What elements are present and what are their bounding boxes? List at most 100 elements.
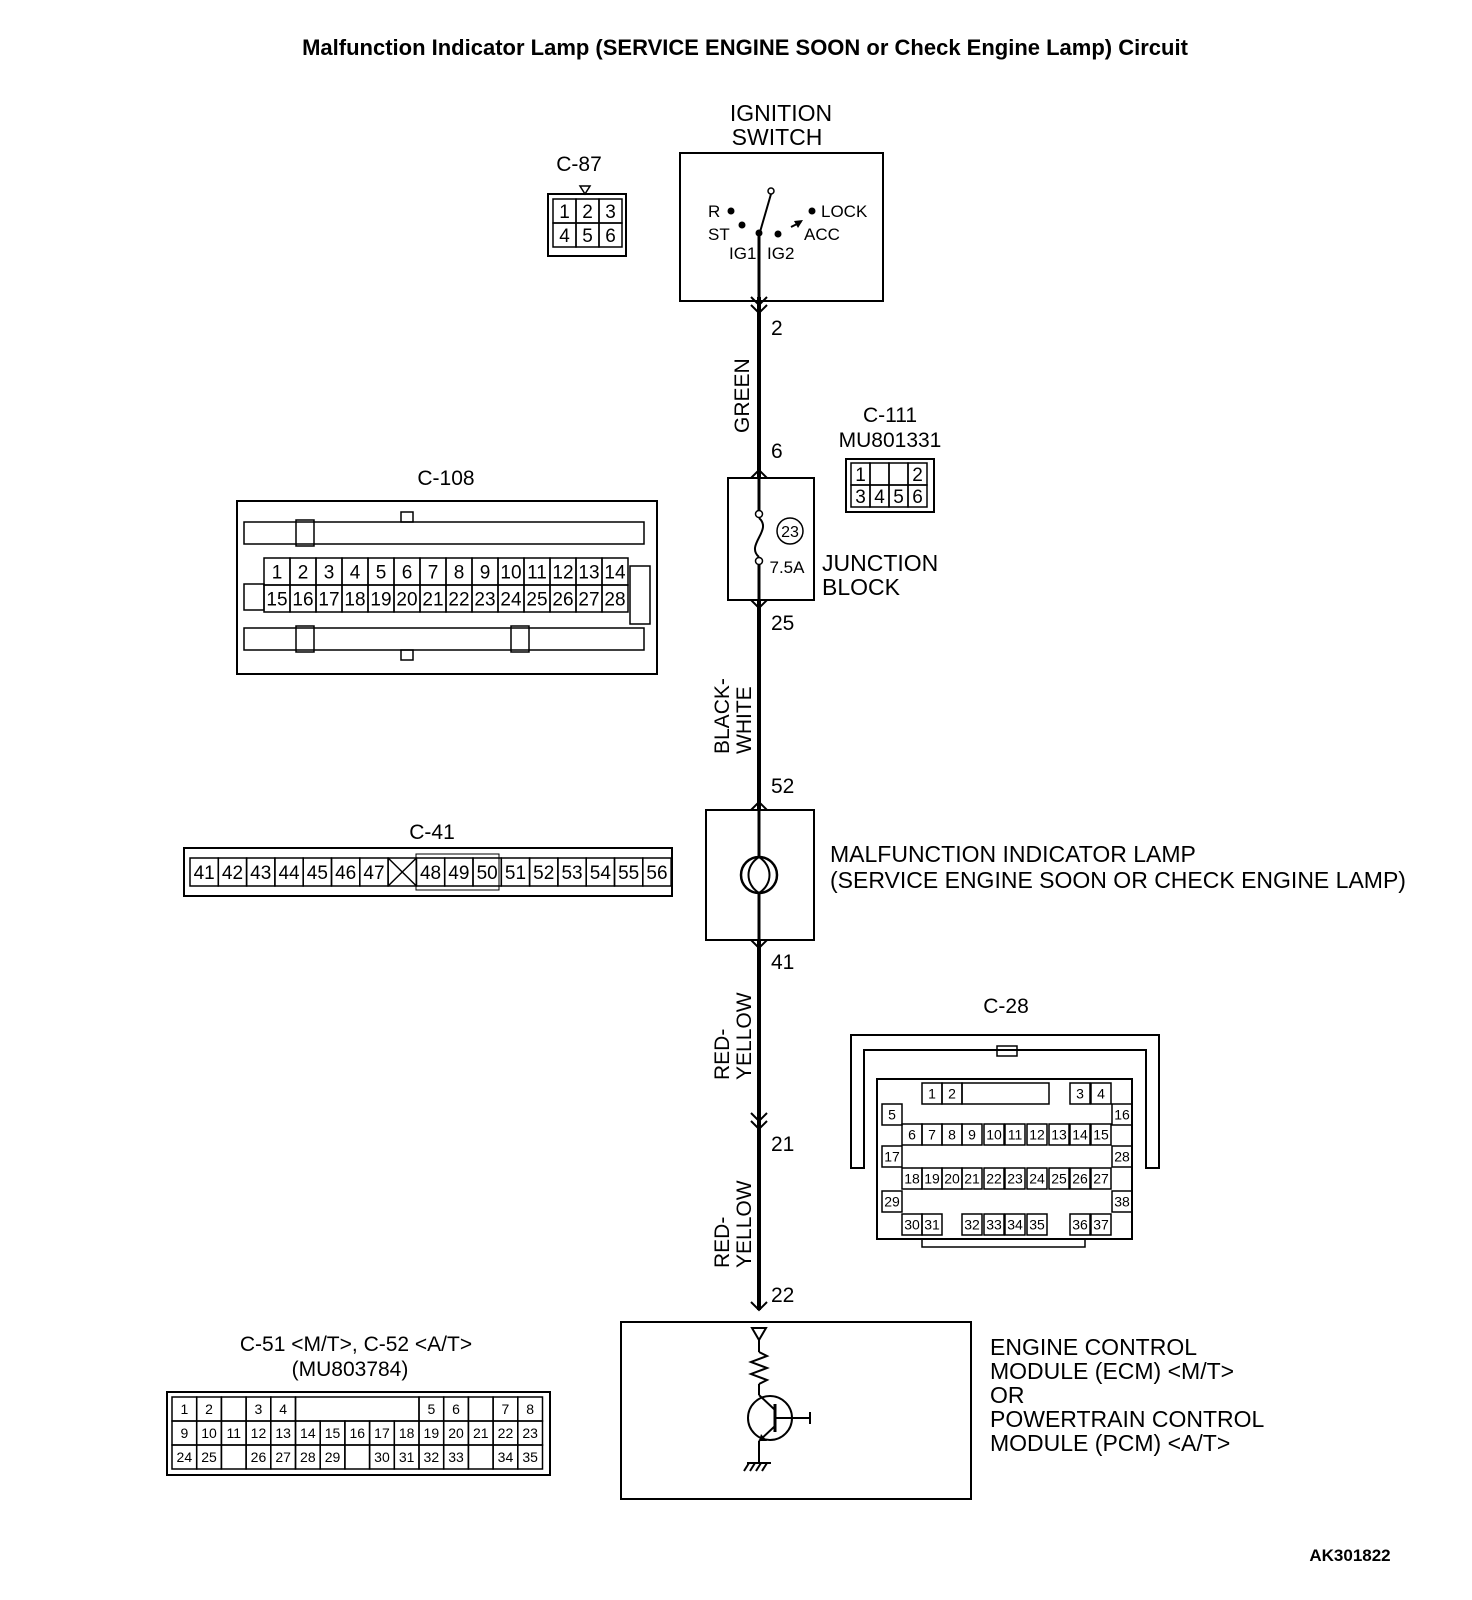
- pin-number: 16: [1114, 1107, 1130, 1123]
- pin-number: 21: [422, 590, 443, 611]
- pin-number: 33: [986, 1217, 1002, 1233]
- pin-number: 30: [904, 1217, 920, 1233]
- pin-number: 2: [912, 465, 923, 486]
- pin-number: 32: [424, 1449, 440, 1465]
- pin-number: 21: [473, 1425, 489, 1441]
- terminal-label: 2: [771, 317, 783, 340]
- pin-number: 15: [325, 1425, 341, 1441]
- pin-number: 14: [604, 563, 626, 584]
- resistor-icon: [748, 1351, 770, 1385]
- pin-number: 42: [222, 863, 243, 884]
- pin-number: 18: [344, 590, 365, 611]
- ecm-label: ENGINE CONTROL: [990, 1334, 1197, 1360]
- junction-block: 6 23 7.5A JUNCTION BLOCK 25: [727, 440, 938, 635]
- pin-number: 24: [177, 1449, 193, 1465]
- pin-number: 25: [526, 590, 547, 611]
- pin-number: 26: [251, 1449, 267, 1465]
- pin-cell: [1004, 1167, 1026, 1190]
- pin-number: 24: [500, 590, 522, 611]
- pin-cell: [983, 1213, 1005, 1236]
- pin-number: 3: [855, 487, 866, 508]
- ecm-label-3: OR: [990, 1382, 1025, 1408]
- terminal-label: 41: [771, 951, 794, 974]
- pin-number: 1: [559, 202, 570, 223]
- junction-block-label: JUNCTION: [822, 550, 938, 576]
- connector-name: C-51 <M/T>, C-52 <A/T>: [240, 1333, 472, 1356]
- pin-cell: [467, 1396, 494, 1422]
- pin-number: 16: [349, 1425, 365, 1441]
- mil-label-2: (SERVICE ENGINE SOON OR CHECK ENGINE LAM…: [830, 867, 1406, 893]
- pin-number: 48: [420, 863, 441, 884]
- pin-number: 50: [477, 863, 498, 884]
- pin-number: 2: [205, 1401, 213, 1417]
- pin-number: 9: [180, 1425, 188, 1441]
- pin-number: 23: [474, 590, 495, 611]
- pin-number: 34: [498, 1449, 514, 1465]
- pin-number: 37: [1093, 1217, 1109, 1233]
- switch-pos-ig1: IG1: [729, 244, 756, 263]
- pin-number: 8: [526, 1401, 534, 1417]
- pin-number: 26: [1072, 1171, 1088, 1187]
- wire-connector-marks: [750, 296, 768, 1312]
- switch-pos-acc: ACC: [804, 225, 840, 244]
- pin-number: 4: [279, 1401, 287, 1417]
- pin-number: 7: [502, 1401, 510, 1417]
- pin-number: 31: [399, 1449, 415, 1465]
- fuse-rating: 7.5A: [770, 558, 806, 577]
- pin-number: 11: [226, 1425, 241, 1441]
- pin-number: 30: [374, 1449, 390, 1465]
- wire-color-label: YELLOW: [733, 992, 756, 1080]
- pin-number: 3: [255, 1401, 263, 1417]
- connector-name: C-28: [983, 995, 1029, 1018]
- pin-number: 10: [201, 1425, 217, 1441]
- pin-number: 36: [1072, 1217, 1088, 1233]
- pin-number: 13: [275, 1425, 291, 1441]
- pin-number: 51: [505, 863, 526, 884]
- pin-number: 3: [1076, 1086, 1084, 1102]
- pin-number: 8: [948, 1127, 956, 1143]
- pin-cell: [1048, 1123, 1070, 1146]
- pin-number: 18: [904, 1171, 920, 1187]
- connector-name: C-108: [417, 467, 474, 490]
- pin-number: 52: [533, 863, 554, 884]
- pin-number: 47: [363, 863, 384, 884]
- pin-cell: [220, 1444, 247, 1470]
- pin-number: 25: [201, 1449, 217, 1465]
- pin-number: 5: [427, 1401, 435, 1417]
- diagram-title: Malfunction Indicator Lamp (SERVICE ENGI…: [302, 35, 1188, 60]
- pin-number: 19: [924, 1171, 940, 1187]
- pin-number: 1: [855, 465, 866, 486]
- pin-number: 5: [888, 1107, 896, 1123]
- pin-cell: [1090, 1123, 1112, 1146]
- pin-cell: [1004, 1123, 1026, 1146]
- pin-cell: [1026, 1213, 1048, 1236]
- pin-cell: [983, 1167, 1005, 1190]
- pin-number: 12: [552, 563, 573, 584]
- fuse-number: 23: [781, 524, 799, 541]
- pin-cell: [869, 462, 890, 486]
- pin-cell: [598, 222, 623, 248]
- pin-number: 35: [522, 1449, 538, 1465]
- ignition-switch-label-2: SWITCH: [732, 124, 823, 150]
- pin-number: 27: [578, 590, 599, 611]
- pin-number: 10: [986, 1127, 1002, 1143]
- pin-cell: [642, 857, 672, 887]
- connector-name: C-87: [556, 153, 602, 176]
- pin-number: 28: [300, 1449, 316, 1465]
- pin-number: 2: [298, 563, 309, 584]
- pin-number: 41: [194, 863, 215, 884]
- pin-cell: [961, 1167, 983, 1190]
- pin-number: 9: [968, 1127, 976, 1143]
- pin-cell: [601, 584, 629, 613]
- pin-number: 20: [944, 1171, 960, 1187]
- pin-number: 20: [396, 590, 417, 611]
- pin-number: 6: [912, 487, 923, 508]
- figure-code: AK301822: [1309, 1546, 1390, 1565]
- pin-number: 2: [582, 202, 593, 223]
- pin-number: 1: [272, 563, 283, 584]
- pin-cell: [517, 1444, 544, 1470]
